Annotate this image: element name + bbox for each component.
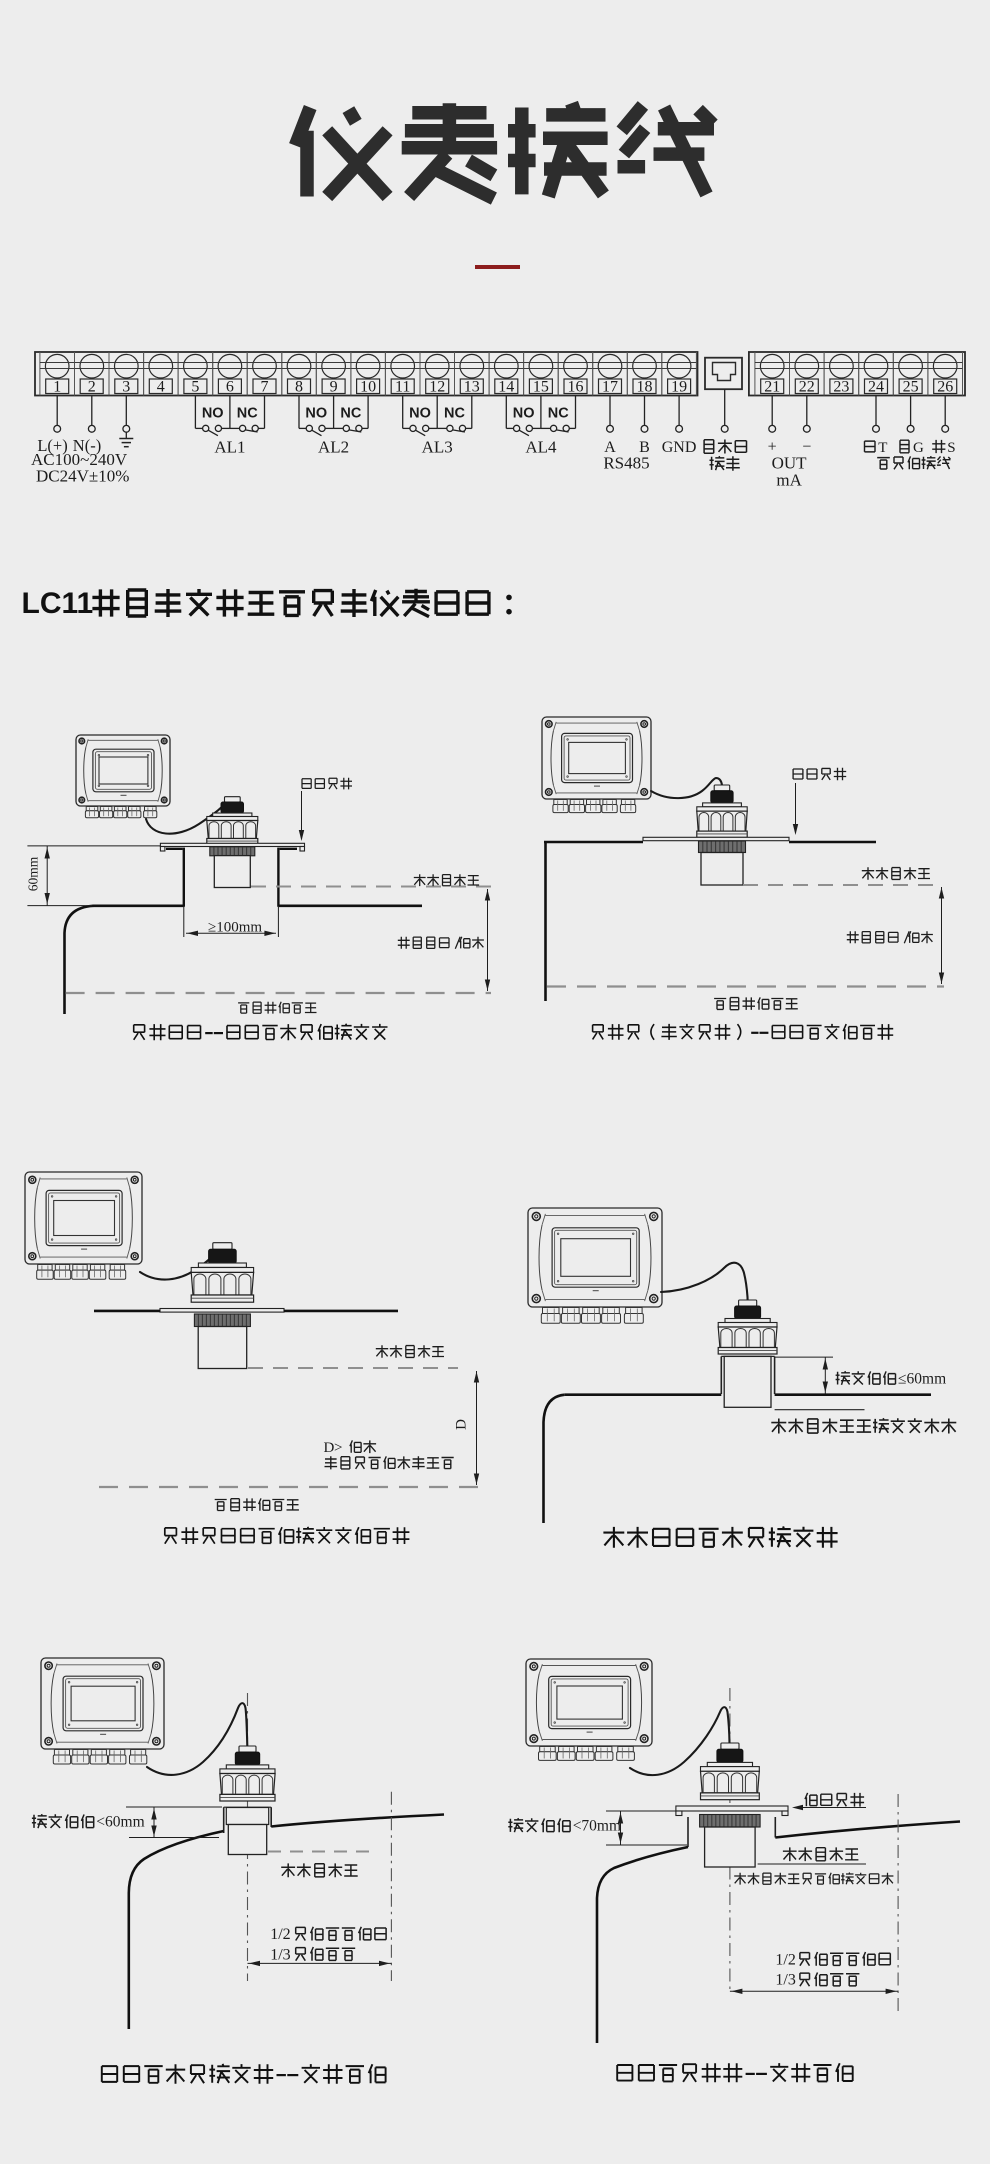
svg-text:>: > [334, 1440, 342, 1456]
svg-text:D: D [454, 1419, 470, 1430]
svg-text:mA: mA [776, 471, 802, 490]
svg-text:≥100mm: ≥100mm [208, 920, 262, 936]
svg-text:NO: NO [202, 405, 224, 421]
svg-text:+: + [768, 439, 777, 456]
svg-text:GND: GND [662, 439, 697, 456]
svg-text:AC100~240V: AC100~240V [31, 450, 128, 469]
svg-text:1: 1 [53, 378, 61, 395]
svg-text:10: 10 [360, 378, 376, 395]
svg-text:22: 22 [799, 378, 815, 395]
svg-text:23: 23 [833, 378, 849, 395]
svg-text:24: 24 [868, 378, 884, 395]
svg-text:7: 7 [261, 378, 269, 395]
svg-text:<60mm: <60mm [96, 1814, 144, 1831]
svg-text:DC24V±10%: DC24V±10% [36, 466, 129, 485]
svg-text:T: T [878, 440, 887, 456]
svg-text:<70mm: <70mm [573, 1818, 621, 1835]
svg-text:6: 6 [226, 378, 234, 395]
svg-text:5: 5 [191, 378, 199, 395]
svg-text:13: 13 [464, 378, 480, 395]
svg-text:≤60mm: ≤60mm [898, 1371, 946, 1388]
svg-text:AL1: AL1 [214, 438, 245, 457]
svg-text:RS485: RS485 [603, 454, 649, 473]
svg-text:60mm: 60mm [26, 856, 41, 891]
svg-text:17: 17 [602, 378, 618, 395]
svg-text:14: 14 [498, 378, 514, 395]
svg-text:25: 25 [903, 378, 919, 395]
svg-text:NO: NO [409, 405, 431, 421]
svg-text:AL2: AL2 [318, 438, 349, 457]
svg-text:1/2: 1/2 [775, 1952, 795, 1969]
svg-text:16: 16 [568, 378, 584, 395]
svg-text:19: 19 [671, 378, 687, 395]
svg-text:−: − [802, 439, 811, 456]
svg-text:NO: NO [305, 405, 327, 421]
svg-text:8: 8 [295, 378, 303, 395]
svg-text:S: S [947, 440, 955, 456]
svg-text:NO: NO [513, 405, 535, 421]
svg-text:1/2: 1/2 [270, 1926, 290, 1943]
svg-text:11: 11 [395, 378, 410, 395]
svg-text:AL4: AL4 [525, 438, 557, 457]
svg-text:LC11: LC11 [22, 587, 94, 620]
svg-text:NC: NC [340, 405, 361, 421]
svg-text:4: 4 [157, 378, 165, 395]
svg-text:N(-): N(-) [73, 436, 101, 455]
svg-text:26: 26 [937, 378, 953, 395]
svg-text:21: 21 [764, 378, 780, 395]
svg-text:B: B [639, 439, 650, 456]
svg-text:3: 3 [122, 378, 130, 395]
svg-text:D: D [324, 1440, 335, 1456]
svg-text:L(+): L(+) [37, 436, 67, 455]
svg-text:NC: NC [444, 405, 465, 421]
svg-text:1/3: 1/3 [270, 1947, 290, 1964]
svg-text:2: 2 [88, 378, 96, 395]
svg-text:12: 12 [429, 378, 445, 395]
svg-text:A: A [604, 439, 616, 456]
svg-text:OUT: OUT [772, 454, 808, 473]
svg-text:G: G [913, 440, 924, 456]
svg-text:15: 15 [533, 378, 549, 395]
svg-text:18: 18 [637, 378, 653, 395]
svg-text:AL3: AL3 [422, 438, 453, 457]
svg-text:NC: NC [237, 405, 258, 421]
svg-text:1/3: 1/3 [775, 1972, 795, 1989]
svg-text:9: 9 [330, 378, 338, 395]
svg-text:NC: NC [548, 405, 569, 421]
